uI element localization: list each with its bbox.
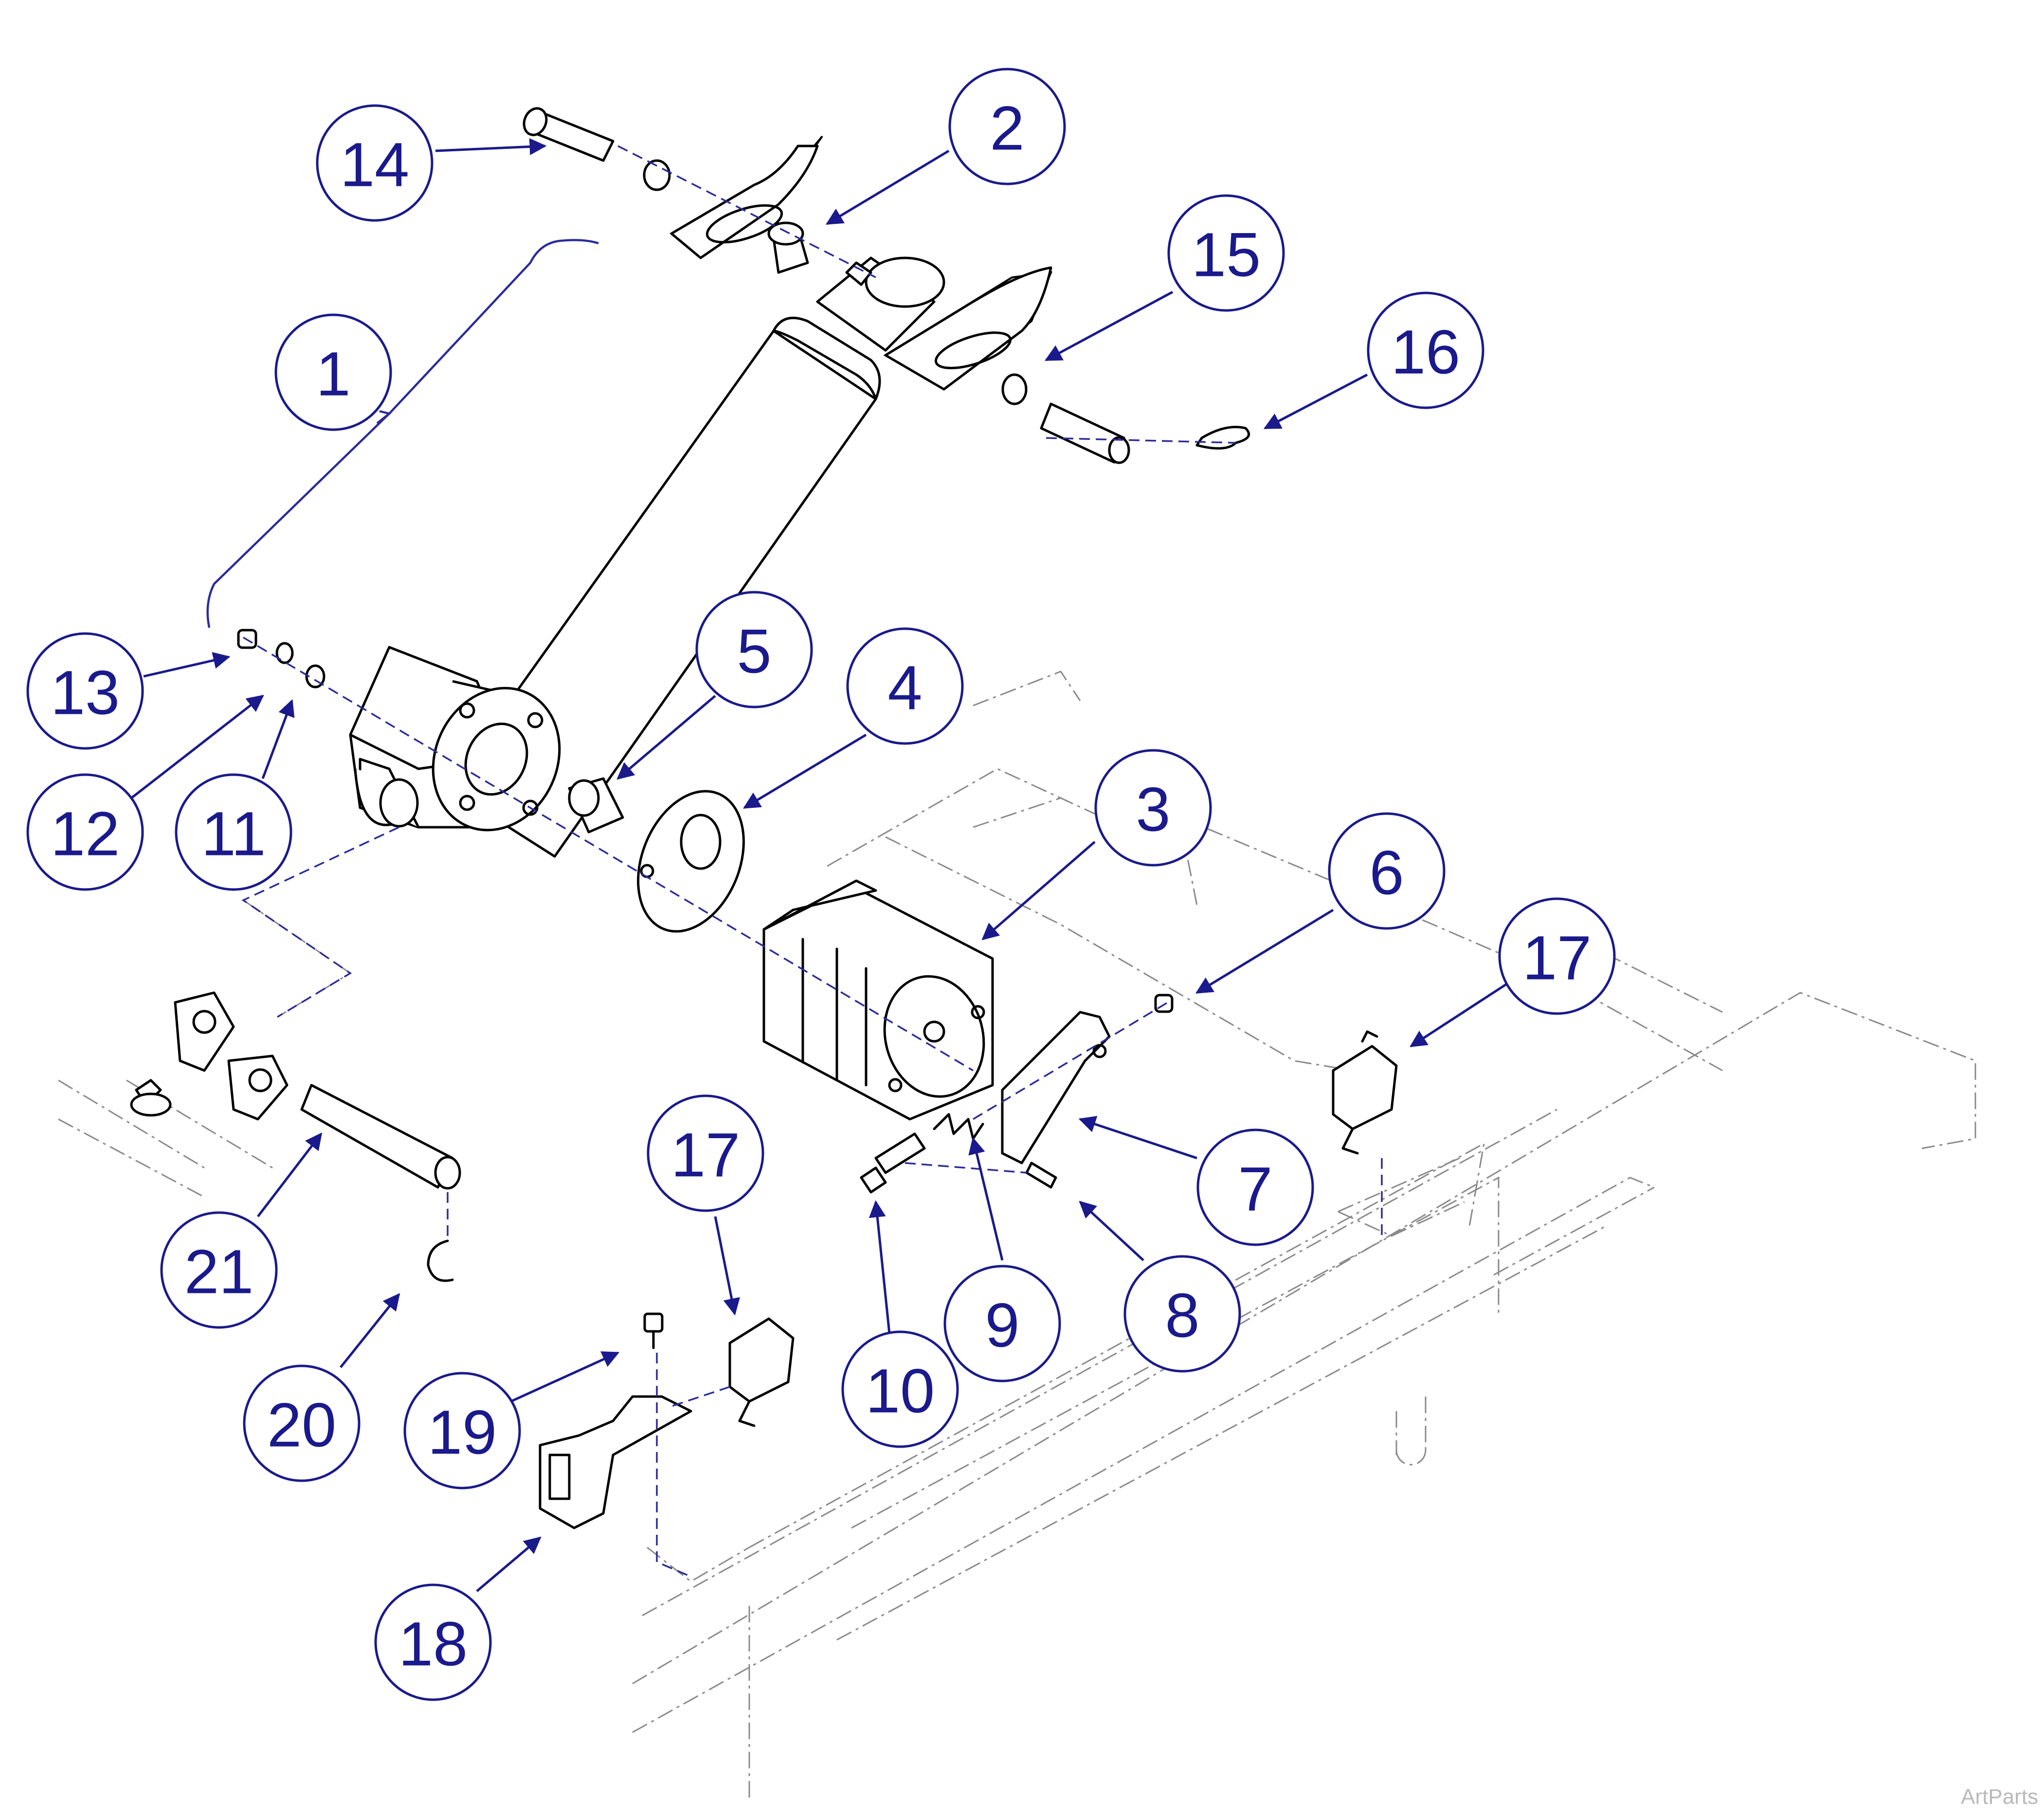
callout-12: 12 [26, 773, 144, 891]
e-clip-20 [427, 1239, 454, 1282]
callout-6: 6 [1328, 812, 1446, 930]
callout-circle [943, 1265, 1061, 1382]
callout-9: 9 [943, 1265, 1061, 1382]
switch-17-right [1332, 1030, 1398, 1155]
callout-number: 16 [1391, 318, 1460, 387]
clevis-pin-21 [300, 1084, 461, 1190]
callout-number: 11 [201, 799, 266, 869]
callout-number: 17 [671, 1121, 740, 1190]
callout-number: 2 [990, 94, 1024, 163]
callout-circle [26, 773, 144, 891]
bolt-10 [860, 1132, 926, 1194]
callout-20: 20 [243, 1364, 361, 1482]
callout-circle [160, 1211, 278, 1329]
callout-19: 19 [403, 1372, 521, 1489]
lower-pin-16 [1040, 402, 1130, 464]
upper-mount-plate-left [669, 135, 823, 259]
callout-14: 14 [316, 104, 434, 222]
callout-circle [243, 1364, 361, 1482]
callout-number: 14 [340, 130, 409, 200]
callout-number: 9 [985, 1291, 1019, 1361]
callout-circle [403, 1372, 521, 1489]
callout-number: 20 [267, 1391, 336, 1460]
callout-circle [1367, 291, 1484, 409]
leader-lines [130, 138, 1509, 1592]
upper-mount-plate-right [883, 266, 1053, 391]
callout-3: 3 [1094, 749, 1212, 867]
callout-10: 10 [841, 1330, 959, 1448]
callout-number: 18 [398, 1610, 468, 1679]
callout-circle [374, 1583, 492, 1701]
callout-number: 10 [866, 1357, 935, 1426]
adapter-plate-4 [637, 790, 745, 933]
callout-number: 19 [428, 1398, 497, 1468]
washer-11 [305, 664, 326, 689]
callout-4: 4 [846, 627, 964, 745]
callout-circle [1328, 812, 1446, 930]
spring-9 [933, 1113, 984, 1140]
callout-number: 8 [1165, 1281, 1199, 1351]
callout-7: 7 [1196, 1128, 1314, 1246]
motor-3 [762, 879, 994, 1121]
callout-circle [1123, 1255, 1241, 1373]
assembly-axis-lines [241, 145, 1383, 1578]
callout-circle [316, 104, 434, 222]
callout-circle [841, 1330, 959, 1448]
callout-17b: 17 [647, 1094, 764, 1212]
actuator-flange [432, 687, 561, 832]
callout-15: 15 [1167, 194, 1285, 312]
callout-11: 11 [175, 773, 292, 891]
coupler-5 [568, 777, 624, 834]
callout-circle [948, 68, 1066, 185]
callout-circle [1167, 194, 1285, 312]
callout-circle [695, 591, 813, 708]
washer-15 [1001, 373, 1028, 405]
callout-8: 8 [1123, 1255, 1241, 1373]
callout-2: 2 [948, 68, 1066, 185]
callout-number: 4 [887, 654, 922, 723]
artparts-credit: ArtParts [1961, 1785, 2038, 1809]
callout-13: 13 [26, 632, 144, 750]
callout-number: 13 [51, 658, 120, 728]
screw-8 [1025, 1162, 1057, 1189]
bushing-2 [767, 221, 809, 274]
callout-number: 3 [1136, 775, 1170, 845]
callout-number: 6 [1369, 838, 1404, 908]
upper-pin [523, 107, 671, 191]
callout-circle [846, 627, 964, 745]
callout-number: 12 [51, 799, 120, 869]
clevis-bracket [130, 991, 289, 1121]
callout-number: 7 [1238, 1155, 1272, 1224]
switch-bracket-18 [539, 1395, 692, 1529]
callout-number: 1 [316, 340, 350, 409]
callout-number: 21 [184, 1237, 253, 1307]
hair-pin-clip [1195, 426, 1250, 450]
callout-1: 1 [274, 313, 392, 431]
callout-circle [175, 773, 292, 891]
callout-number: 5 [737, 617, 771, 687]
actuator-assembly-bracket [206, 239, 599, 628]
screw-19 [643, 1312, 664, 1349]
callout-number: 15 [1192, 220, 1261, 290]
callout-5: 5 [695, 591, 813, 708]
callout-circle [26, 632, 144, 750]
callout-circle [1196, 1128, 1314, 1246]
callout-21: 21 [160, 1211, 278, 1329]
callout-number: 17 [1522, 924, 1592, 993]
callout-circle [1498, 897, 1616, 1015]
callout-circle [647, 1094, 764, 1212]
washer-12 [275, 642, 294, 664]
callout-18: 18 [374, 1583, 492, 1701]
callout-circle [1094, 749, 1212, 867]
callout-17a: 17 [1498, 897, 1616, 1015]
motor-bracket-7 [1001, 1011, 1111, 1164]
actuator-assembly-bracket-tick [376, 410, 392, 424]
callout-circle [274, 313, 392, 431]
switch-17-left [728, 1317, 795, 1427]
callout-16: 16 [1367, 291, 1484, 409]
phantom-frame [58, 671, 1976, 1800]
